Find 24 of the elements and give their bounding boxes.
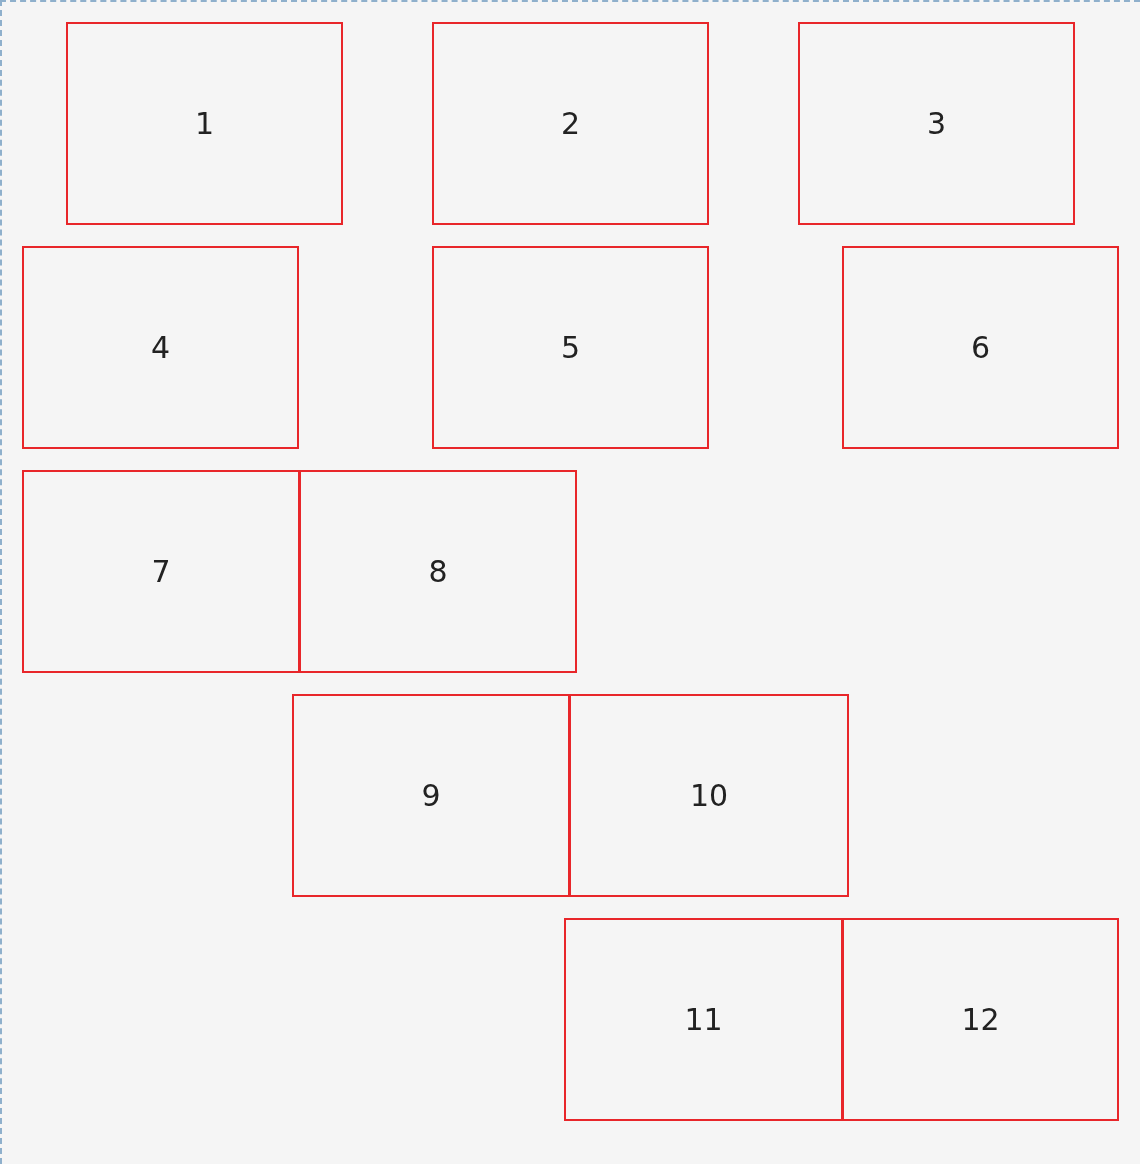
numbered-box (432, 22, 709, 225)
numbered-box (842, 246, 1119, 449)
box-number: 11 (684, 1002, 723, 1037)
numbered-box (842, 918, 1119, 1121)
box-number: 3 (926, 106, 947, 141)
box-number: 6 (970, 330, 991, 365)
numbered-box (22, 470, 300, 673)
numbered-box (22, 246, 299, 449)
box-number: 10 (689, 778, 729, 813)
numbered-box (66, 22, 343, 225)
numbered-box (798, 22, 1075, 225)
numbered-box (569, 694, 849, 897)
numbered-box (432, 246, 709, 449)
box-number: 5 (560, 330, 581, 365)
numbered-box (299, 470, 577, 673)
numbered-box (564, 918, 843, 1121)
box-number: 9 (421, 778, 441, 813)
numbered-box (292, 694, 570, 897)
box-number: 8 (428, 554, 448, 589)
box-number: 7 (151, 554, 171, 589)
box-number: 1 (194, 106, 215, 141)
box-number: 12 (961, 1002, 1000, 1037)
box-number: 2 (560, 106, 581, 141)
box-number: 4 (150, 330, 171, 365)
